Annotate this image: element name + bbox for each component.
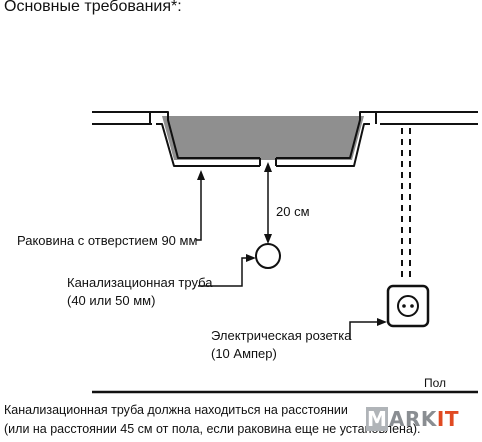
pipe-leader <box>198 254 256 287</box>
socket-label-line2: (10 Ампер) <box>211 346 277 361</box>
drain-pipe-circle <box>255 243 281 269</box>
floor-label: Пол <box>424 376 447 390</box>
logo-text-accent: IT <box>436 407 459 431</box>
page-title: Основные требования*: <box>4 0 182 15</box>
watermark-logo: M ARKIT <box>366 404 474 434</box>
electrical-cable <box>401 128 411 282</box>
socket-leader <box>349 318 387 340</box>
sink-leader <box>196 170 205 241</box>
socket-label-line1: Электрическая розетка <box>211 328 352 343</box>
sink-outline <box>149 111 377 167</box>
drain-hole <box>259 158 277 166</box>
pipe-label-line1: Канализационная труба <box>67 275 213 290</box>
sink-basin <box>162 116 364 160</box>
logo-letter: M <box>366 407 388 431</box>
note-line2: (или на расстоянии 45 см от пола, если р… <box>4 422 421 436</box>
note-line1: Канализационная труба должна находиться … <box>4 403 348 417</box>
sink-label: Раковина с отверстием 90 мм <box>17 233 198 248</box>
logo-text-plain: ARK <box>389 407 437 431</box>
distance-arrow <box>264 162 272 244</box>
countertop-right <box>374 111 478 125</box>
countertop-left <box>92 111 158 125</box>
logo-text: ARKIT <box>389 407 459 431</box>
electrical-socket <box>386 284 430 328</box>
distance-label: 20 см <box>276 204 310 219</box>
pipe-label-line2: (40 или 50 мм) <box>67 293 156 308</box>
